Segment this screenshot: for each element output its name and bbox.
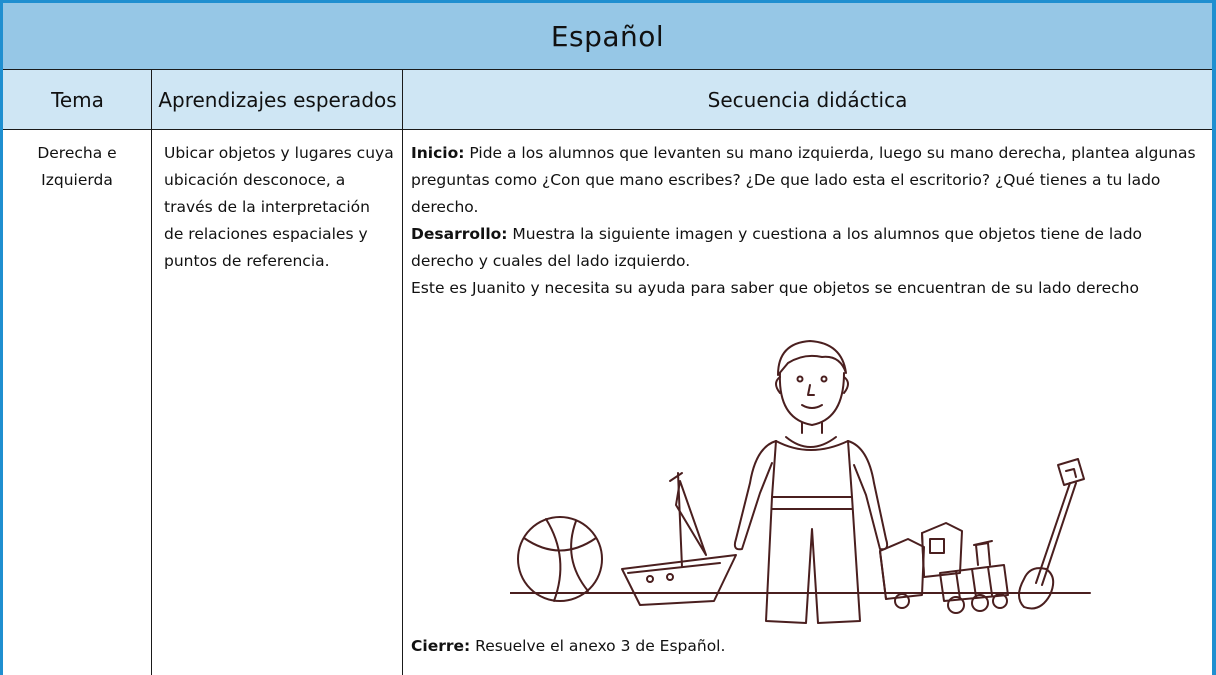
desarrollo-text: Muestra la siguiente imagen y cuestiona … (411, 225, 1143, 270)
inicio-paragraph: Inicio: Pide a los alumnos que levanten … (411, 140, 1202, 221)
tema-text: Derecha e Izquierda (37, 144, 117, 189)
juanito-paragraph: Este es Juanito y necesita su ayuda para… (411, 275, 1202, 302)
boy-icon (733, 340, 889, 624)
column-divider (151, 70, 152, 675)
shovel-icon (1018, 458, 1085, 610)
ball-icon (517, 516, 603, 602)
desarrollo-paragraph: Desarrollo: Muestra la siguiente imagen … (411, 221, 1202, 275)
cierre-paragraph: Cierre: Resuelve el anexo 3 de Español. (411, 637, 725, 655)
cell-tema: Derecha e Izquierda (3, 130, 151, 675)
inicio-label: Inicio: (411, 144, 465, 162)
boat-icon (621, 472, 737, 606)
table-header-row: Tema Aprendizajes esperados Secuencia di… (3, 70, 1212, 130)
aprendizajes-text: Ubicar objetos y lugares cuya ubicación … (164, 144, 394, 270)
juanito-text: Este es Juanito y necesita su ayuda para… (411, 279, 1139, 297)
header-tema: Tema (3, 70, 152, 129)
inicio-text: Pide a los alumnos que levanten su mano … (411, 144, 1196, 216)
boy-and-toys-illustration (510, 340, 1091, 624)
cierre-label: Cierre: (411, 637, 471, 655)
table-title: Español (3, 3, 1212, 70)
subject-title: Español (550, 19, 665, 53)
header-tema-label: Tema (51, 87, 104, 112)
cell-aprendizajes: Ubicar objetos y lugares cuya ubicación … (152, 130, 402, 675)
toy-train-icon (879, 522, 1009, 614)
header-aprendizajes: Aprendizajes esperados (152, 70, 403, 129)
header-secuencia-label: Secuencia didáctica (707, 87, 908, 112)
cell-secuencia: Inicio: Pide a los alumnos que levanten … (403, 130, 1212, 675)
header-secuencia: Secuencia didáctica (403, 70, 1212, 129)
desarrollo-label: Desarrollo: (411, 225, 508, 243)
column-divider (402, 70, 403, 675)
cierre-text: Resuelve el anexo 3 de Español. (470, 637, 726, 655)
header-aprendizajes-label: Aprendizajes esperados (158, 87, 397, 112)
